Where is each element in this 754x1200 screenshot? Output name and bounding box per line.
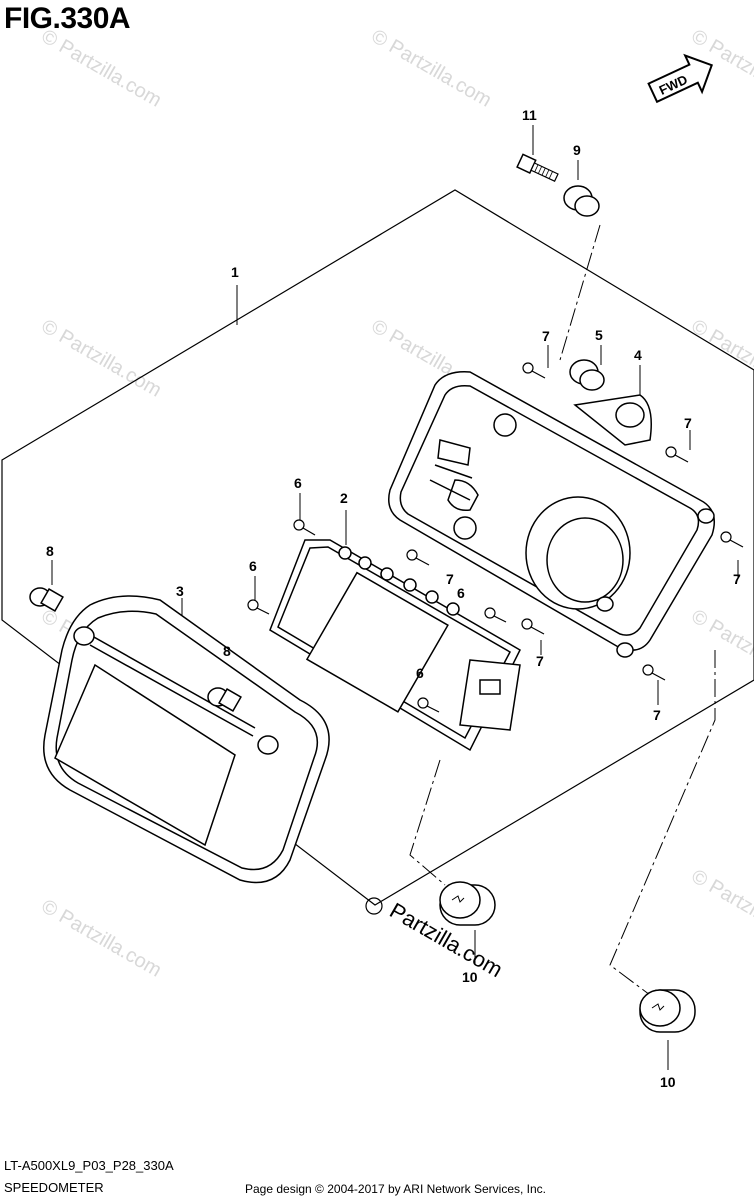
lens-cover-part-3 (43, 595, 330, 884)
rear-case-part-4 (388, 371, 715, 658)
callout-labels: 1 2 3 4 5 6 6 6 6 7 7 7 7 7 7 8 8 9 10 1… (46, 107, 741, 1090)
callout-8: 8 (46, 543, 54, 559)
screw-part-7 (406, 549, 430, 566)
watermark-text: © Partzilla.com (688, 605, 754, 691)
section-name: SPEEDOMETER (4, 1180, 104, 1195)
page-credit: Page design © 2004-2017 by ARI Network S… (245, 1182, 547, 1196)
callout-8: 8 (223, 643, 231, 659)
screw-part-7 (522, 362, 546, 379)
callout-7: 7 (536, 653, 544, 669)
callout-7: 7 (542, 328, 550, 344)
watermark-text: © Partzilla.com (38, 315, 166, 401)
callout-9: 9 (573, 142, 581, 158)
assembly-outline (1, 189, 754, 906)
callout-11: 11 (522, 107, 537, 123)
callout-10: 10 (462, 969, 478, 985)
callout-3: 3 (176, 583, 184, 599)
callout-7: 7 (733, 571, 741, 587)
screw-part-7 (720, 531, 744, 548)
callout-6: 6 (457, 585, 465, 601)
callout-6: 6 (249, 558, 257, 574)
callout-6: 6 (294, 475, 302, 491)
figure-title: FIG.330A (4, 2, 131, 35)
callout-4: 4 (634, 347, 642, 363)
watermark-text: © Partzilla.com (688, 315, 754, 401)
grommet-part-5 (569, 359, 605, 391)
bulb-part-10 (439, 881, 496, 926)
screw-part-6 (247, 599, 270, 615)
callout-5: 5 (595, 327, 603, 343)
grommet-part-9 (563, 185, 600, 217)
board-part-2 (269, 539, 521, 752)
bulb-part-10 (639, 989, 696, 1033)
screw-part-7 (642, 664, 666, 681)
fwd-arrow-badge: FWD (647, 53, 714, 104)
callout-2: 2 (340, 490, 348, 506)
callout-7: 7 (653, 707, 661, 723)
screw-part-7 (665, 446, 689, 463)
watermark-text: © Partzilla.com (688, 865, 754, 951)
screw-part-6 (484, 607, 507, 623)
watermark-text: © Partzilla.com (368, 25, 496, 111)
screw-part-6 (417, 697, 440, 713)
callout-7: 7 (446, 571, 454, 587)
screw-part-6 (293, 519, 316, 536)
model-code: LT-A500XL9_P03_P28_330A (4, 1158, 174, 1173)
screw-part-8 (207, 687, 242, 712)
callout-10: 10 (660, 1074, 676, 1090)
screw-part-8 (29, 587, 64, 612)
screw-part-7 (521, 618, 545, 635)
callout-6: 6 (416, 665, 424, 681)
watermark-text: © Partzilla.com (38, 25, 166, 111)
callout-1: 1 (231, 264, 239, 280)
bolt-part-11 (516, 153, 559, 183)
watermark-text: © Partzilla.com (38, 895, 166, 981)
callout-7: 7 (684, 415, 692, 431)
